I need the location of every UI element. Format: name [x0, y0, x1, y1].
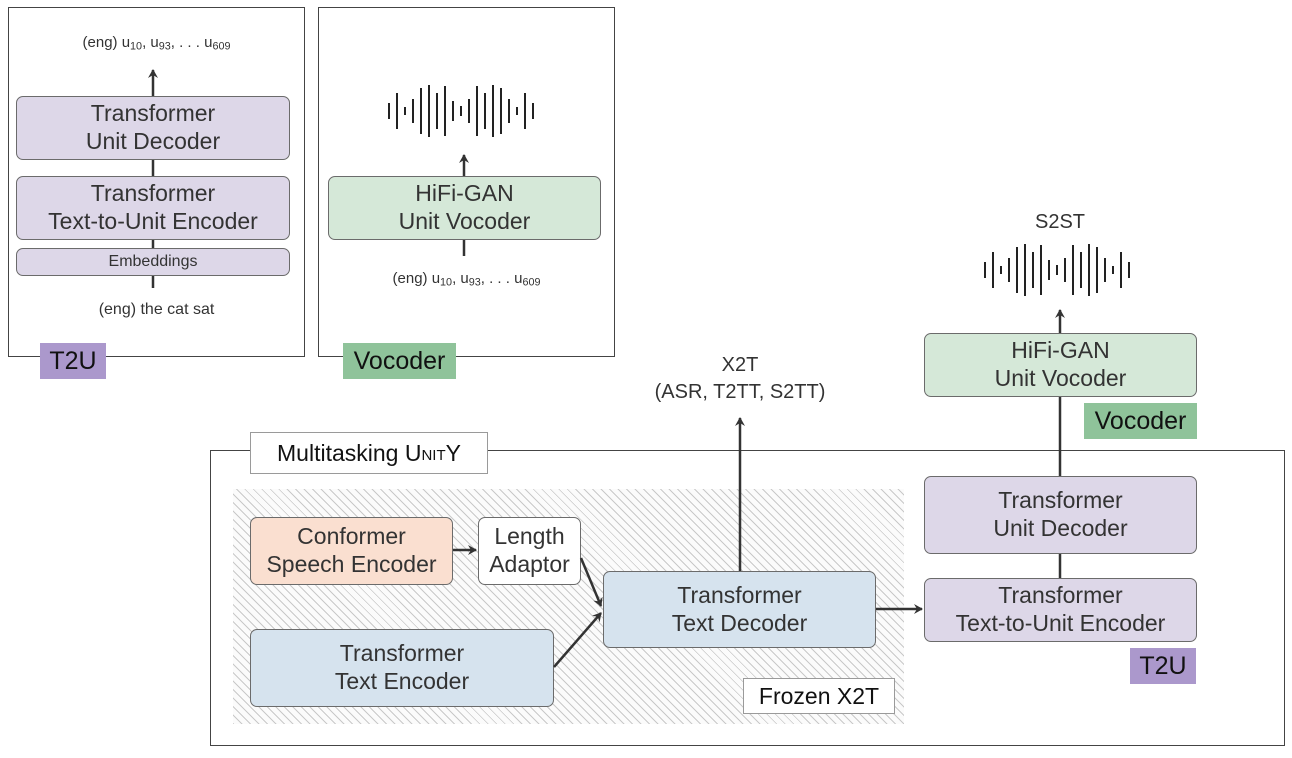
block-label: Embeddings	[108, 253, 198, 271]
block-label: Speech Encoder	[266, 551, 437, 577]
main-vocoder-tag: Vocoder	[1084, 403, 1197, 439]
title-text: Multitasking U	[277, 439, 422, 466]
title-text: Y	[445, 439, 461, 466]
block-label: Transformer	[90, 180, 216, 207]
units-sub: 609	[212, 40, 231, 53]
block-label: Text Encoder	[334, 668, 470, 694]
block-label: Transformer	[677, 581, 802, 608]
vocoder-input-units: (eng) u10, u93, . . . u609	[318, 270, 615, 289]
main-t2u-tag: T2U	[1130, 648, 1196, 684]
units-text: , u	[142, 34, 159, 51]
block-label: HiFi-GAN	[415, 180, 514, 207]
units-sub: 93	[158, 40, 171, 53]
vocoder-panel-hifigan-block: HiFi-GAN Unit Vocoder	[328, 176, 601, 240]
block-label: Text Decoder	[671, 609, 808, 636]
units-text: , . . . u	[480, 270, 523, 287]
frozen-x2t-label: Frozen X2T	[743, 678, 895, 714]
units-text: , . . . u	[170, 34, 213, 51]
conformer-speech-encoder-block: Conformer Speech Encoder	[250, 517, 453, 585]
block-label: Adaptor	[489, 551, 570, 577]
block-label: Unit Vocoder	[398, 208, 531, 234]
block-label: HiFi-GAN	[1011, 337, 1110, 364]
block-label: Transformer	[998, 487, 1123, 514]
t2u-text-to-unit-encoder-block: Transformer Text-to-Unit Encoder	[16, 176, 290, 240]
main-hifigan-vocoder-block: HiFi-GAN Unit Vocoder	[924, 333, 1197, 397]
t2u-embeddings-block: Embeddings	[16, 248, 290, 276]
t2u-output-units: (eng) u10, u93, . . . u609	[8, 34, 305, 53]
block-label: Text-to-Unit Encoder	[955, 610, 1166, 636]
units-sub: 93	[468, 276, 481, 289]
t2u-input-text: (eng) the cat sat	[98, 301, 215, 318]
block-label: Unit Vocoder	[994, 365, 1127, 391]
s2st-output-label: S2ST	[1034, 211, 1086, 233]
main-unit-decoder-block: Transformer Unit Decoder	[924, 476, 1197, 554]
block-label: Unit Decoder	[993, 515, 1128, 541]
block-label: Unit Decoder	[85, 128, 221, 154]
block-label: Length	[494, 523, 565, 550]
transformer-text-decoder-block: Transformer Text Decoder	[603, 571, 876, 648]
x2t-title: X2T	[721, 354, 759, 376]
title-smallcaps: nit	[421, 440, 446, 465]
units-text: , u	[452, 270, 469, 287]
block-label: Transformer	[998, 582, 1123, 609]
t2u-unit-decoder-block: Transformer Unit Decoder	[16, 96, 290, 160]
t2u-tag: T2U	[40, 343, 106, 379]
waveform-icon	[984, 244, 1130, 296]
main-text-to-unit-encoder-block: Transformer Text-to-Unit Encoder	[924, 578, 1197, 642]
transformer-text-encoder-block: Transformer Text Encoder	[250, 629, 554, 707]
x2t-tasks: (ASR, T2TT, S2TT)	[654, 381, 826, 403]
units-sub: 10	[130, 40, 143, 53]
units-text: (eng) u	[82, 34, 131, 51]
x2t-output-label: X2T (ASR, T2TT, S2TT)	[620, 352, 860, 406]
block-label: Transformer	[339, 640, 465, 667]
length-adaptor-block: Length Adaptor	[478, 517, 581, 585]
block-label: Transformer	[90, 100, 216, 127]
block-label: Text-to-Unit Encoder	[48, 208, 258, 234]
units-text: (eng) u	[392, 270, 441, 287]
units-sub: 10	[440, 276, 453, 289]
vocoder-tag: Vocoder	[343, 343, 456, 379]
units-sub: 609	[522, 276, 541, 289]
block-label: Conformer	[297, 523, 406, 550]
